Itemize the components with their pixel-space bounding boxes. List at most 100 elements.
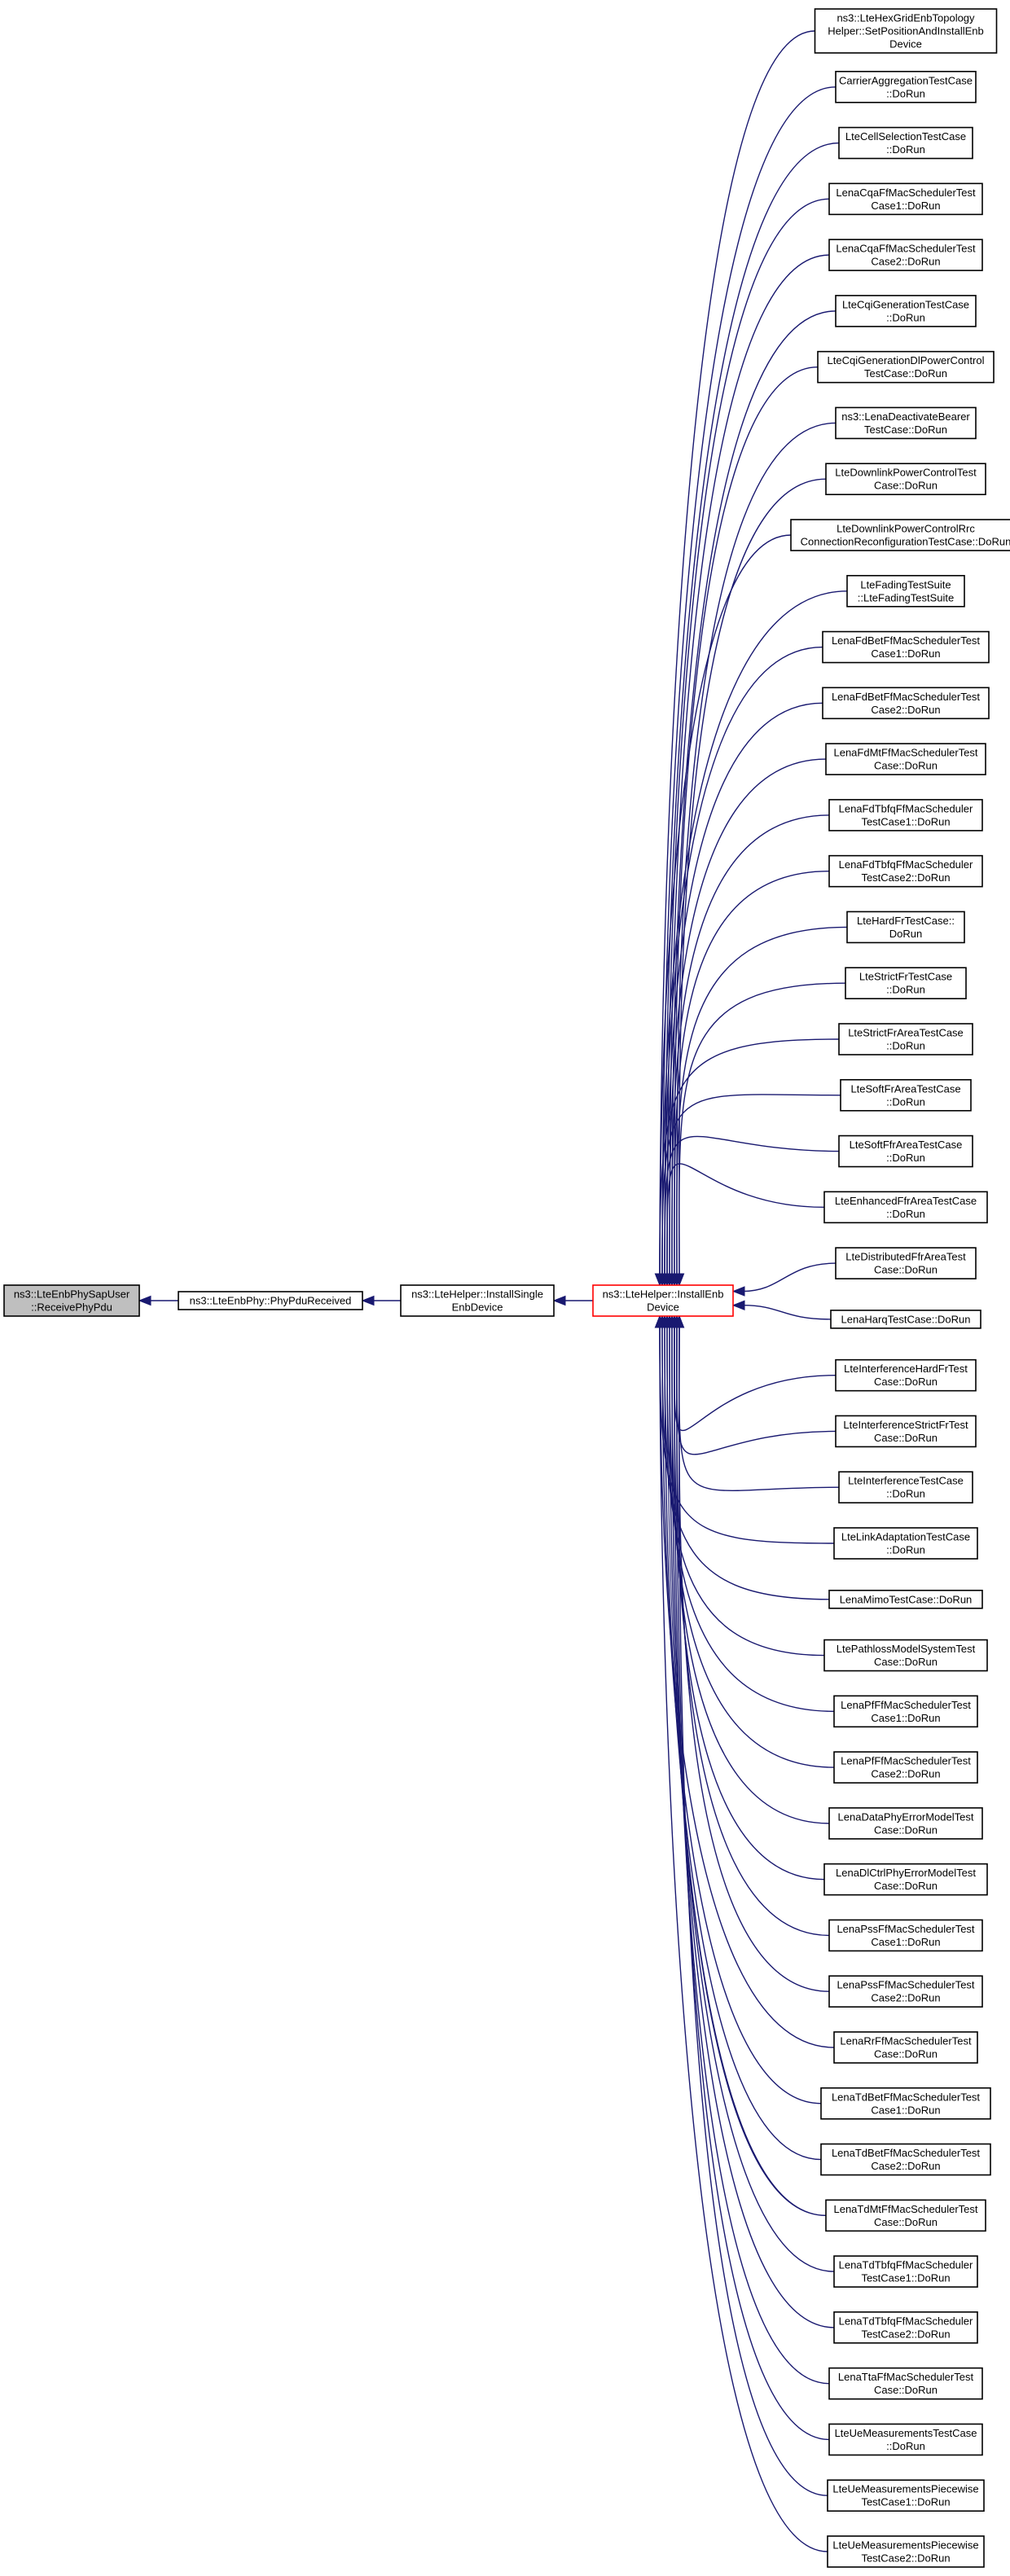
edge-caller-6	[671, 310, 837, 1276]
edge-caller-18	[678, 982, 846, 1276]
node-phy-pdu-received[interactable]: ns3::LteEnbPhy::PhyPduReceived	[178, 1291, 363, 1310]
node-caller-45[interactable]: LteUeMeasurementsPiecewiseTestCase1::DoR…	[827, 2479, 985, 2512]
node-caller-9-label-2: Case::DoRun	[874, 480, 938, 492]
node-caller-33-label-2: Case::DoRun	[874, 1823, 938, 1836]
node-caller-3[interactable]: LteCellSelectionTestCase::DoRun	[838, 126, 973, 160]
node-caller-21[interactable]: LteSoftFfrAreaTestCase::DoRun	[838, 1134, 973, 1168]
node-caller-46[interactable]: LteUeMeasurementsPiecewiseTestCase2::DoR…	[827, 2535, 985, 2568]
node-caller-17[interactable]: LteHardFrTestCase::DoRun	[846, 911, 965, 944]
node-caller-15-label-1: LenaFdTbfqFfMacScheduler	[839, 802, 973, 814]
node-caller-19-box	[838, 1023, 973, 1055]
node-caller-22[interactable]: LteEnhancedFfrAreaTestCase::DoRun	[823, 1191, 988, 1224]
edge-caller-13	[666, 702, 823, 1276]
node-caller-3-box	[838, 126, 973, 160]
node-caller-37-label-2: Case::DoRun	[874, 2048, 938, 2060]
node-caller-1[interactable]: ns3::LteHexGridEnbTopologyHelper::SetPos…	[814, 8, 998, 54]
node-caller-14-label-2: Case::DoRun	[874, 760, 938, 772]
node-caller-28[interactable]: LteLinkAdaptationTestCase::DoRun	[833, 1527, 978, 1560]
node-caller-36-label-2: Case2::DoRun	[871, 1992, 940, 2004]
node-caller-46-label-1: LteUeMeasurementsPiecewise	[832, 2539, 978, 2552]
edge-caller-21	[664, 1135, 840, 1276]
edge-caller-39	[664, 1325, 822, 2161]
node-root-receive-phy-pdu[interactable]: ns3::LteEnbPhySapUser::ReceivePhyPdu	[3, 1284, 140, 1317]
node-caller-44[interactable]: LteUeMeasurementsTestCase::DoRun	[828, 2423, 983, 2456]
node-caller-1-label-2: Helper::SetPositionAndInstallEnb	[828, 25, 984, 37]
node-caller-6[interactable]: LteCqiGenerationTestCase::DoRun	[835, 295, 977, 327]
node-caller-2[interactable]: CarrierAggregationTestCase::DoRun	[835, 70, 977, 103]
node-caller-41-box	[833, 2255, 978, 2288]
node-caller-10[interactable]: LteDownlinkPowerControlRrcConnectionReco…	[790, 519, 1010, 551]
node-caller-41-label-2: TestCase1::DoRun	[861, 2272, 950, 2284]
edge-caller-15	[671, 814, 830, 1276]
node-caller-29[interactable]: LenaMimoTestCase::DoRun	[828, 1589, 983, 1609]
node-caller-5-label-2: Case2::DoRun	[871, 256, 940, 268]
node-caller-21-label-2: ::DoRun	[886, 1152, 925, 1164]
edge-caller-2	[661, 86, 837, 1276]
edge-layer	[138, 30, 848, 2552]
node-caller-31-box	[833, 1695, 978, 1728]
node-caller-35-label-2: Case1::DoRun	[871, 1936, 940, 1948]
node-caller-18[interactable]: LteStrictFrTestCase::DoRun	[845, 967, 967, 1000]
edge-caller-12	[664, 646, 823, 1276]
edge-caller-34	[674, 1325, 825, 1880]
node-caller-11-label-1: LteFadingTestSuite	[860, 578, 951, 590]
node-caller-35-box	[828, 1919, 983, 1952]
node-caller-20[interactable]: LteSoftFrAreaTestCase::DoRun	[840, 1078, 972, 1112]
node-caller-28-label-2: ::DoRun	[886, 1544, 925, 1556]
node-phy-pdu-received-box	[178, 1291, 363, 1310]
node-caller-24[interactable]: LenaHarqTestCase::DoRun	[830, 1310, 981, 1329]
node-caller-7[interactable]: LteCqiGenerationDlPowerControlTestCase::…	[817, 350, 995, 384]
node-caller-11[interactable]: LteFadingTestSuite::LteFadingTestSuite	[846, 574, 965, 608]
node-caller-22-box	[823, 1191, 988, 1224]
node-caller-17-label-2: DoRun	[889, 928, 922, 940]
node-caller-10-box	[790, 519, 1010, 551]
node-caller-40-label-1: LenaTdMtFfMacSchedulerTest	[833, 2203, 977, 2215]
node-caller-42-label-1: LenaTdTbfqFfMacScheduler	[839, 2315, 973, 2327]
arrowhead-chain-1	[138, 1295, 152, 1306]
node-caller-6-label-2: ::DoRun	[886, 311, 925, 323]
node-caller-27[interactable]: LteInterferenceTestCase::DoRun	[838, 1471, 973, 1504]
edge-caller-20	[661, 1094, 841, 1276]
node-caller-40-label-2: Case::DoRun	[874, 2216, 938, 2228]
node-install-single-enb-device-label-2: EnbDevice	[452, 1301, 503, 1314]
node-caller-32-label-1: LenaPfFfMacSchedulerTest	[841, 1755, 971, 1767]
node-caller-19-label-1: LteStrictFrAreaTestCase	[848, 1027, 964, 1039]
edge-caller-23	[742, 1262, 837, 1292]
node-caller-27-label-2: ::DoRun	[886, 1488, 925, 1500]
node-caller-18-box	[845, 967, 967, 1000]
node-install-enb-device-label-1: ns3::LteHelper::InstallEnb	[603, 1288, 724, 1301]
node-caller-44-label-1: LteUeMeasurementsTestCase	[835, 2427, 977, 2439]
node-caller-19[interactable]: LteStrictFrAreaTestCase::DoRun	[838, 1023, 973, 1055]
node-caller-37-box	[833, 2031, 978, 2064]
node-caller-32-label-2: Case2::DoRun	[871, 1768, 940, 1780]
edge-caller-4	[666, 198, 830, 1276]
